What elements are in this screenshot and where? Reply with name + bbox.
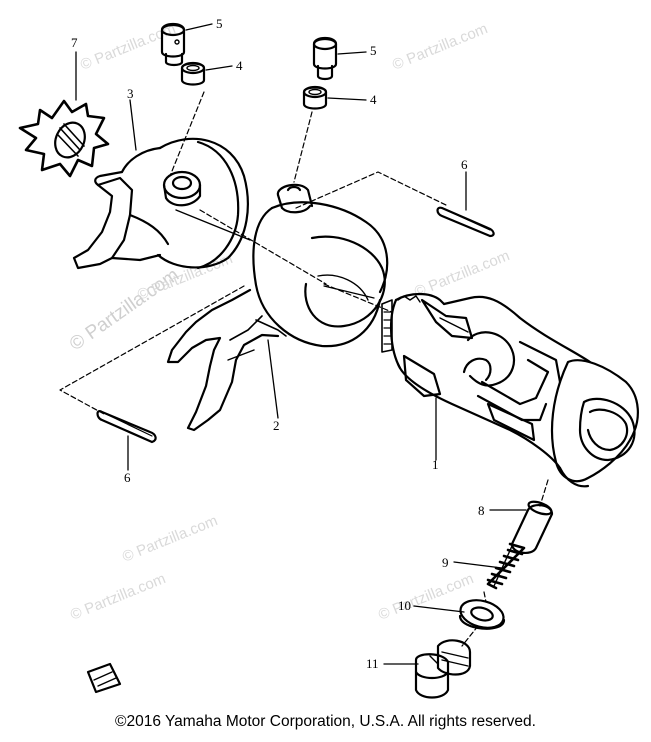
callout-label: 10 <box>398 598 411 613</box>
part-3-shift-fork <box>72 137 251 270</box>
part-2-shift-fork <box>166 183 389 432</box>
callout-label: 11 <box>366 656 379 671</box>
part-11-plug-bolt <box>414 639 472 699</box>
callout-label: 4 <box>236 58 243 73</box>
alignment-lines <box>59 91 549 647</box>
callout-label: 7 <box>71 35 78 50</box>
callout-label: 6 <box>461 157 468 172</box>
part-5-pin-left <box>160 22 186 67</box>
callout-label: 2 <box>273 418 280 433</box>
callout-label: 1 <box>432 457 439 472</box>
callout-label: 8 <box>478 503 485 518</box>
callout-label: 9 <box>442 555 449 570</box>
part-6-cotter-pin-left <box>96 410 157 444</box>
callout-label: 3 <box>127 86 134 101</box>
leader-lines <box>75 23 527 665</box>
part-9-spring <box>486 542 526 590</box>
callout-label: 5 <box>370 43 377 58</box>
part-8-plunger <box>510 500 554 554</box>
part-4-collar-right <box>302 85 328 110</box>
copyright-footer: ©2016 Yamaha Motor Corporation, U.S.A. A… <box>115 713 536 730</box>
callout-label: 5 <box>216 16 223 31</box>
part-10-washer <box>458 599 506 630</box>
callout-label: 4 <box>370 92 377 107</box>
front-arrow-icon <box>86 662 122 694</box>
part-1-shift-drum <box>381 292 639 488</box>
part-6-cotter-pin-right <box>436 206 495 238</box>
part-4-collar-left <box>180 61 206 86</box>
part-7-sprocket <box>18 99 110 178</box>
callout-label: 6 <box>124 470 131 485</box>
part-5-pin-right <box>312 36 338 81</box>
